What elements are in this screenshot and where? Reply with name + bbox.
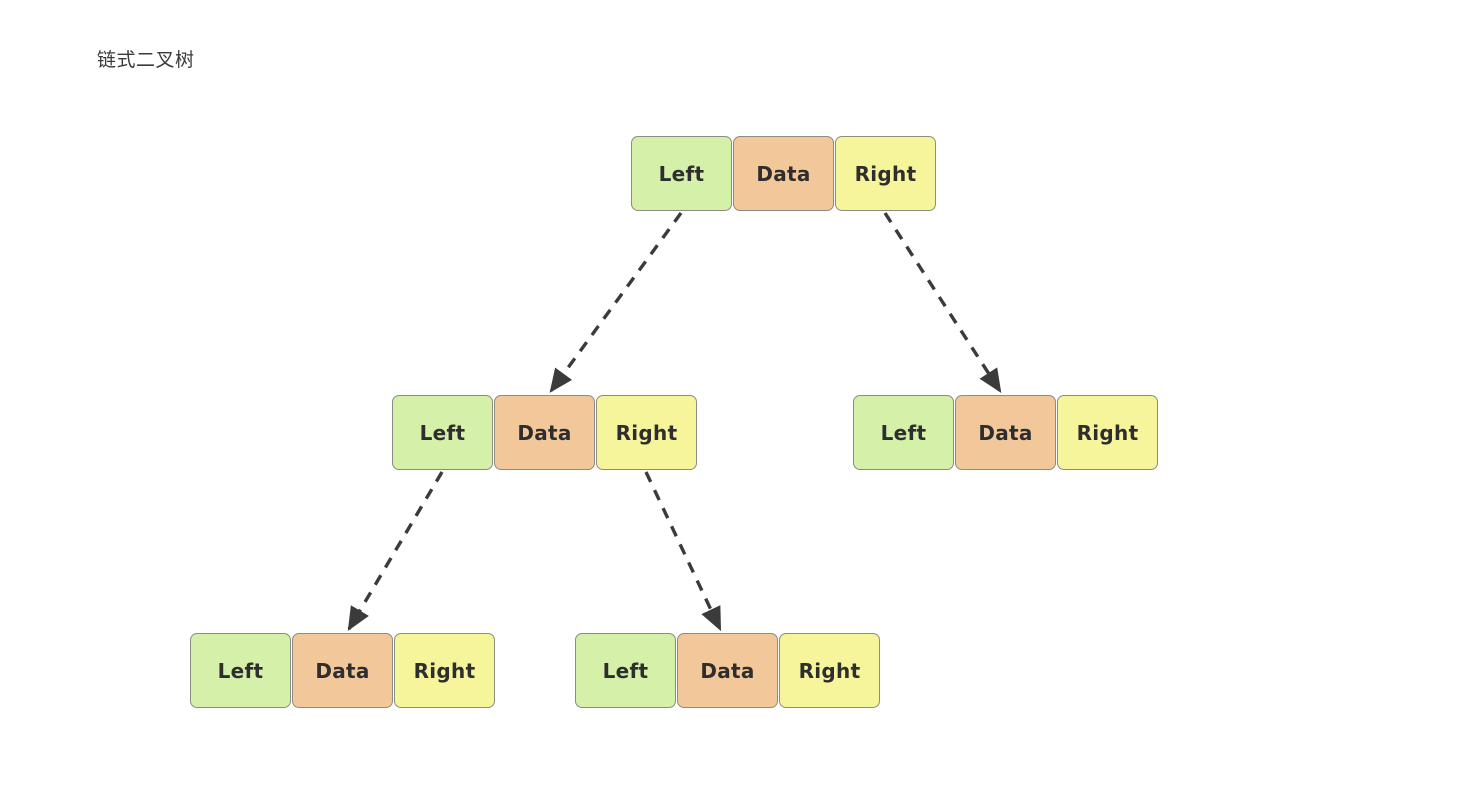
node-node-l-cell-data[interactable]: Data [494, 395, 595, 470]
node-node-ll-cell-left[interactable]: Left [190, 633, 291, 708]
node-node-lr-cell-right[interactable]: Right [779, 633, 880, 708]
node-node-lr-cell-data[interactable]: Data [677, 633, 778, 708]
node-root-cell-left[interactable]: Left [631, 136, 732, 211]
node-node-ll-cell-right[interactable]: Right [394, 633, 495, 708]
node-node-r-cell-data[interactable]: Data [955, 395, 1056, 470]
page-title: 链式二叉树 [97, 49, 195, 71]
edge-root-left [549, 211, 683, 393]
node-node-l-cell-left[interactable]: Left [392, 395, 493, 470]
node-node-r-cell-left[interactable]: Left [853, 395, 954, 470]
node-node-lr-cell-left[interactable]: Left [575, 633, 676, 708]
edge-l-left [347, 471, 444, 632]
node-node-r-cell-right[interactable]: Right [1057, 395, 1158, 470]
node-root-cell-right[interactable]: Right [835, 136, 936, 211]
edge-l-right [644, 471, 722, 632]
node-node-ll-cell-data[interactable]: Data [292, 633, 393, 708]
node-root-cell-data[interactable]: Data [733, 136, 834, 211]
edge-root-right [883, 212, 1002, 393]
node-node-l-cell-right[interactable]: Right [596, 395, 697, 470]
